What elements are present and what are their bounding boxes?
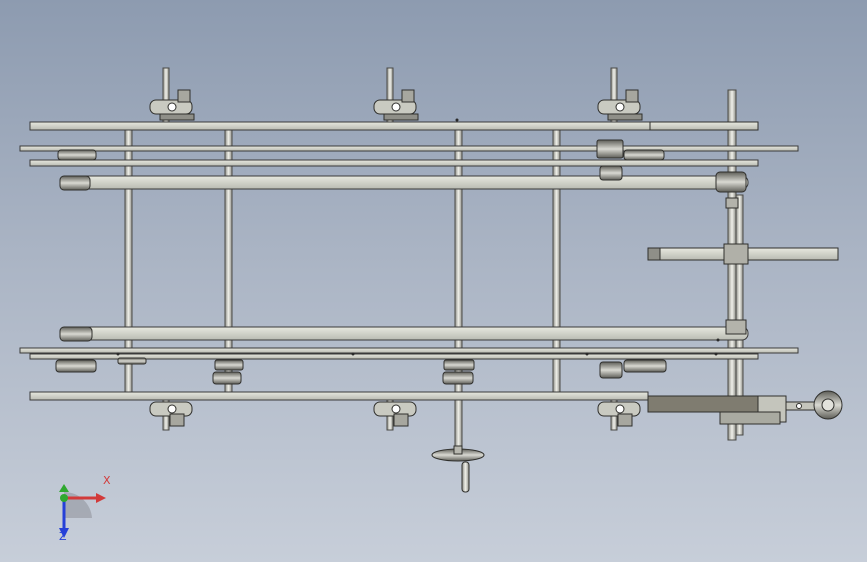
pulley[interactable] bbox=[599, 361, 623, 379]
handwheel-bottom[interactable] bbox=[431, 445, 485, 493]
frame-rail[interactable] bbox=[649, 121, 759, 131]
cross-rod[interactable] bbox=[454, 121, 463, 458]
pulley[interactable] bbox=[212, 371, 242, 385]
x-axis-arrow-head bbox=[96, 493, 106, 503]
pulley[interactable] bbox=[599, 165, 623, 181]
upright-post[interactable] bbox=[610, 67, 618, 131]
clamp-bracket[interactable] bbox=[149, 89, 195, 121]
bearing-cap[interactable] bbox=[117, 357, 147, 365]
triad-origin bbox=[60, 494, 68, 502]
pulleys bbox=[55, 139, 747, 385]
pulley[interactable] bbox=[59, 326, 93, 342]
upper-rail-group bbox=[19, 121, 799, 190]
guide-rail[interactable] bbox=[29, 121, 759, 131]
clamp-bracket[interactable] bbox=[373, 89, 419, 121]
pulley[interactable] bbox=[59, 175, 91, 191]
pulley[interactable] bbox=[623, 149, 665, 161]
upright-post[interactable] bbox=[386, 67, 394, 131]
fasteners bbox=[116, 118, 720, 356]
clamp-bracket[interactable] bbox=[373, 401, 417, 427]
adjustment-frame bbox=[647, 121, 843, 425]
z-axis-arrow-head bbox=[59, 528, 69, 538]
x-axis-label: X bbox=[103, 474, 111, 487]
clamp-bracket[interactable] bbox=[597, 89, 643, 121]
y-axis-arrow-head bbox=[59, 484, 69, 492]
clamp-brackets bbox=[149, 89, 643, 427]
conveyor-belt[interactable] bbox=[61, 175, 749, 190]
clamp-bracket[interactable] bbox=[597, 401, 641, 427]
bearing-cap[interactable] bbox=[214, 359, 244, 371]
z-axis-label: Z bbox=[59, 530, 67, 543]
guide-rail[interactable] bbox=[29, 353, 759, 360]
coordinate-triad: X Z bbox=[40, 474, 130, 548]
drive-shaft-vertical[interactable] bbox=[727, 89, 737, 441]
drive-sprocket[interactable] bbox=[715, 171, 747, 193]
conveyor-belt[interactable] bbox=[61, 326, 749, 341]
side-plate[interactable] bbox=[19, 347, 799, 354]
bearing-cap[interactable] bbox=[443, 359, 475, 371]
clamp-bracket[interactable] bbox=[149, 401, 193, 427]
adjustment-block[interactable] bbox=[647, 395, 759, 413]
pulley[interactable] bbox=[623, 359, 667, 373]
side-plate[interactable] bbox=[19, 145, 799, 152]
triad-graphic bbox=[59, 484, 106, 538]
upright-post[interactable] bbox=[162, 67, 170, 131]
drive-shaft-secondary[interactable] bbox=[735, 194, 744, 436]
pulley[interactable] bbox=[442, 371, 474, 385]
motor-block[interactable] bbox=[596, 139, 624, 159]
pulley[interactable] bbox=[55, 359, 97, 373]
triad-shadow bbox=[64, 491, 92, 518]
guide-rail[interactable] bbox=[29, 159, 759, 167]
guide-rail[interactable] bbox=[29, 391, 649, 401]
pulley[interactable] bbox=[57, 149, 97, 161]
